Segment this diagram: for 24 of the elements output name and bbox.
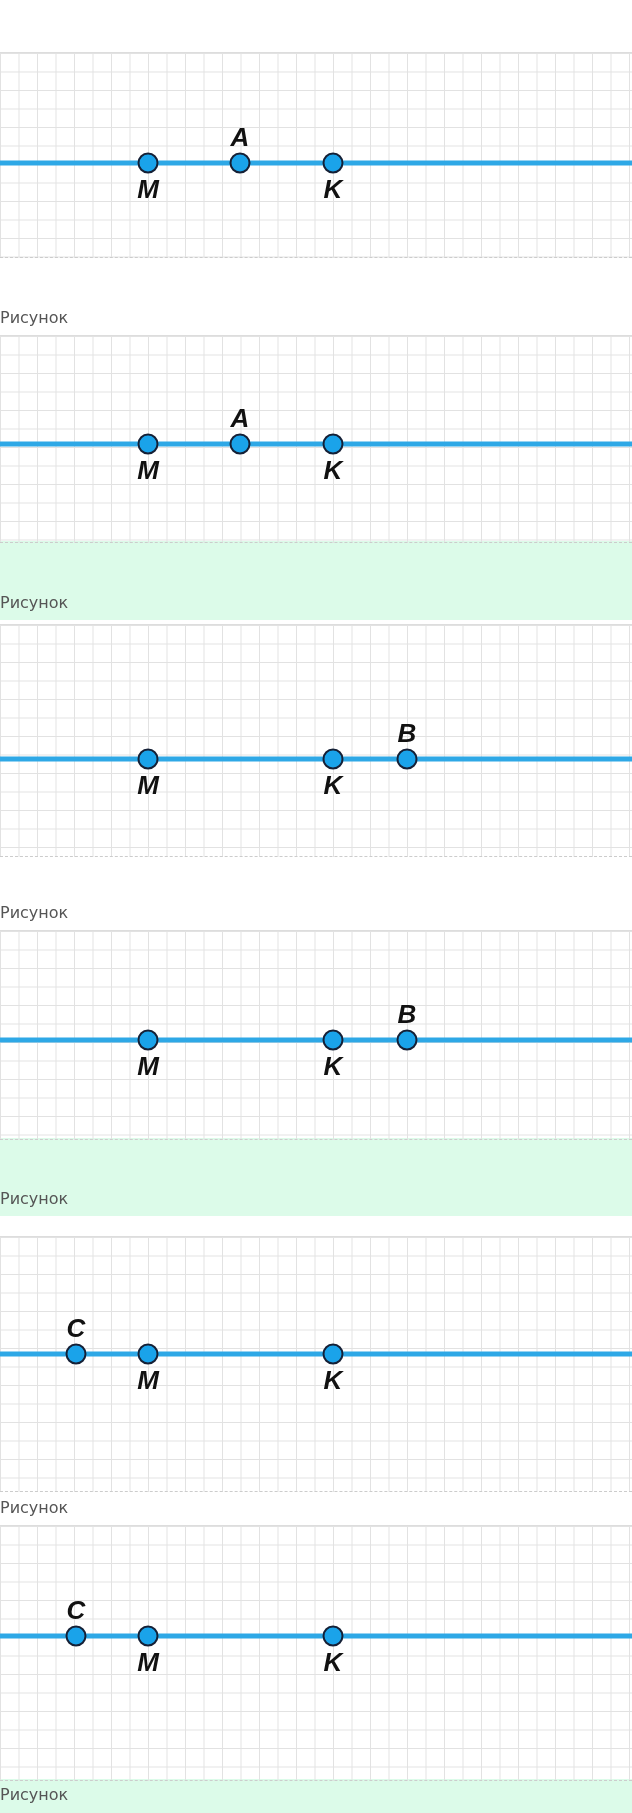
point-letter: M xyxy=(136,1052,161,1080)
figure-caption: Рисунок xyxy=(0,904,69,922)
point-letter: A xyxy=(229,123,251,151)
point-letter: C xyxy=(65,1314,87,1342)
point-letter: M xyxy=(136,771,161,799)
figure-caption: Рисунок xyxy=(0,309,69,327)
point-letter: K xyxy=(322,1648,345,1676)
point-letter: K xyxy=(322,175,345,203)
point-letter: M xyxy=(136,175,161,203)
point-letter: K xyxy=(322,1052,345,1080)
point-letter: B xyxy=(396,1000,418,1028)
figure-caption: Рисунок xyxy=(0,1499,69,1517)
point-letter: M xyxy=(136,1366,161,1394)
point-letter: C xyxy=(65,1596,87,1624)
point-letter: K xyxy=(322,1366,345,1394)
figure-caption: Рисунок xyxy=(0,1786,69,1804)
point-letter: M xyxy=(136,456,161,484)
point-letter: B xyxy=(396,719,418,747)
figure-caption: Рисунок xyxy=(0,594,69,612)
point-letter: K xyxy=(322,456,345,484)
point-letter: M xyxy=(136,1648,161,1676)
point-letter: K xyxy=(322,771,345,799)
figure-caption: Рисунок xyxy=(0,1190,69,1208)
point-letter: A xyxy=(229,404,251,432)
